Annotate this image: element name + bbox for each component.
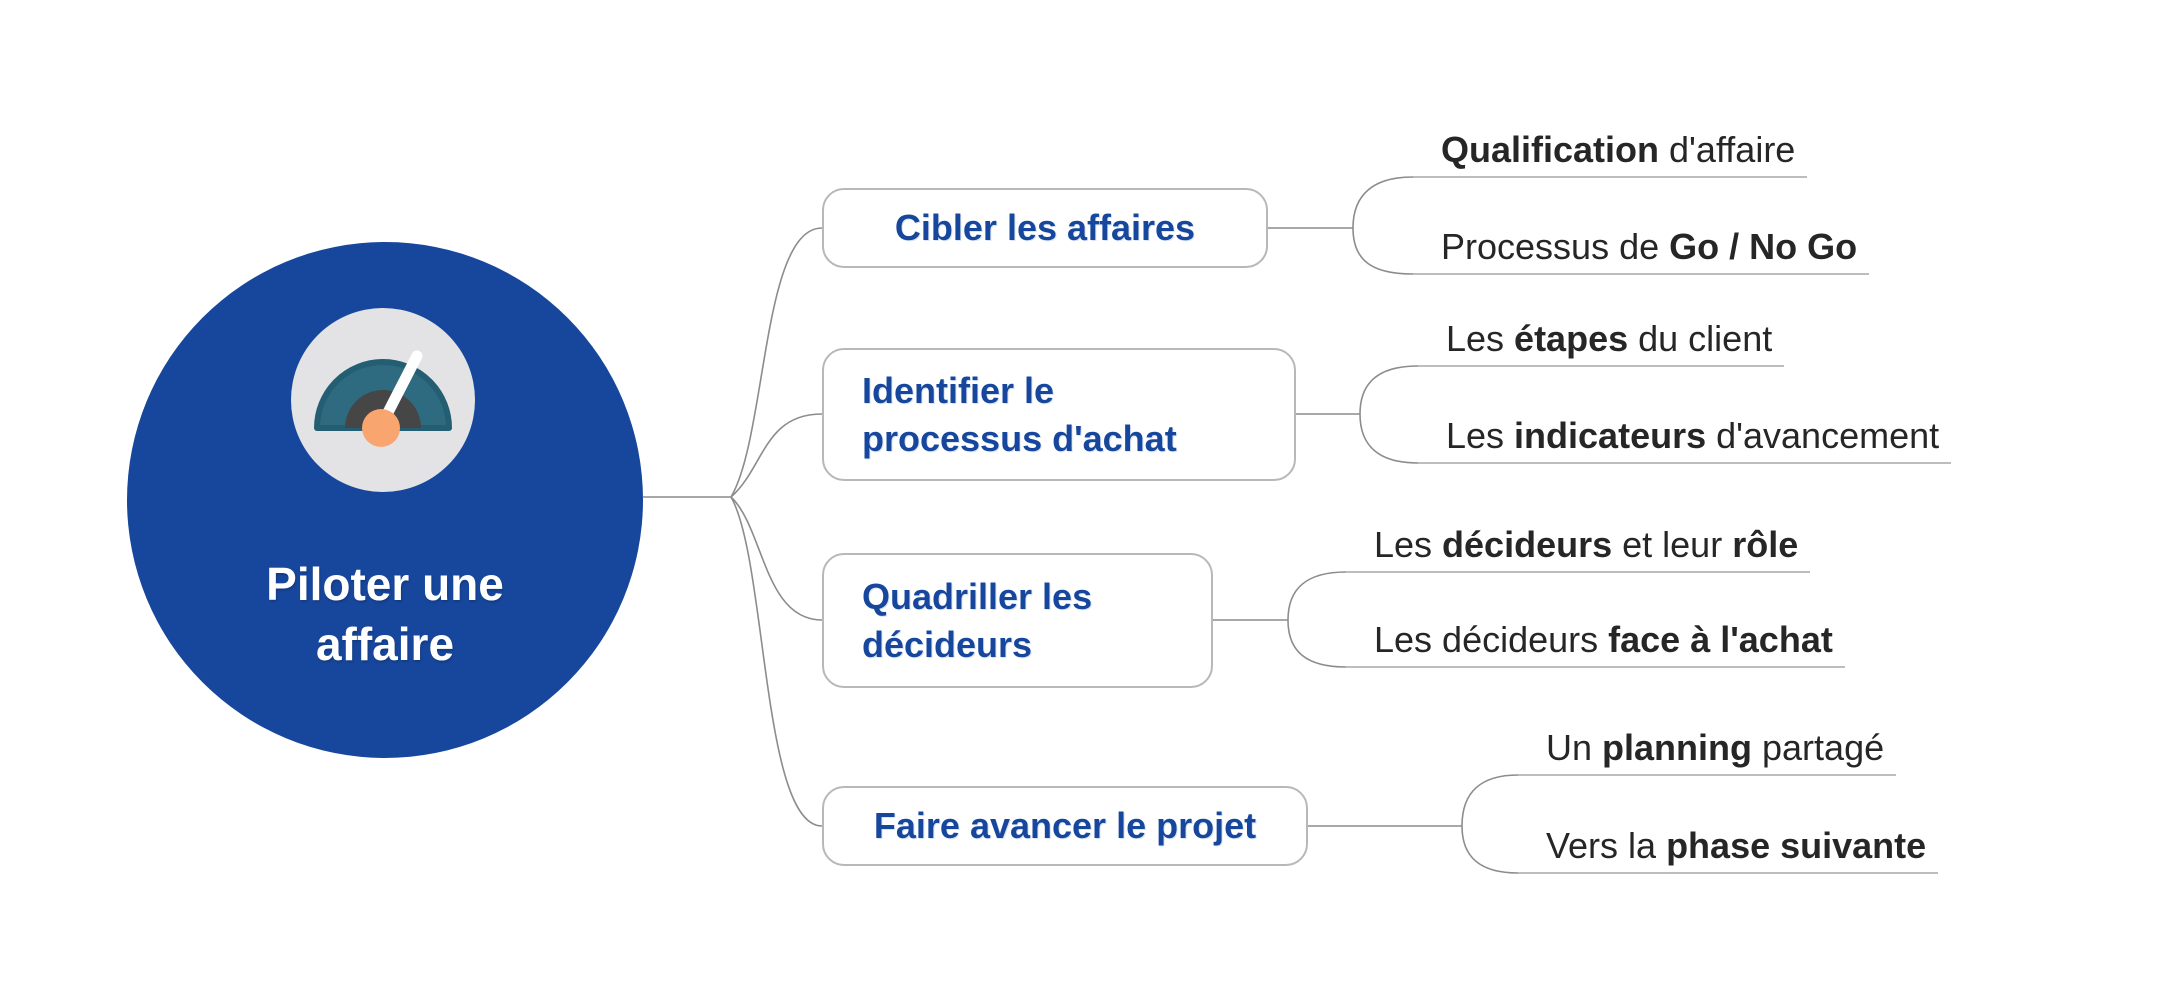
leaf-vers-la-phase-suivante[interactable]: Vers la phase suivante [1518, 824, 1939, 874]
topic-label: Quadriller les décideurs [862, 575, 1093, 665]
gauge-inner-arc [345, 390, 421, 428]
topic-box-cibler-les-affaires[interactable]: Cibler les affaires [822, 188, 1268, 268]
branch-curve-4 [730, 496, 823, 827]
topic-label: Faire avancer le projet [873, 805, 1257, 846]
topic-box-identifier-processus-achat[interactable]: Identifier le processus d'achat [822, 348, 1296, 481]
gauge-needle-pivot [362, 409, 400, 447]
leaf-planning-partage[interactable]: Un planning partagé [1518, 726, 1897, 776]
root-topic-label: Piloter une affaire [266, 558, 504, 670]
box2-fork-up [1359, 365, 1419, 415]
leaf-decideurs-et-leur-role[interactable]: Les décideurs et leur rôle [1346, 523, 1811, 573]
leaf-decideurs-face-achat[interactable]: Les décideurs face à l'achat [1346, 618, 1845, 668]
gauge-icon [291, 308, 475, 492]
box1-fork-up [1352, 176, 1414, 229]
topic-label: Identifier le processus d'achat [862, 369, 1177, 459]
leaf-indicateurs-avancement[interactable]: Les indicateurs d'avancement [1418, 414, 1952, 464]
branch-curve-1 [730, 227, 823, 498]
branch-curve-3 [730, 496, 823, 621]
branch-curve-2 [730, 413, 823, 498]
box4-fork-up [1461, 774, 1519, 827]
leaf-qualification-affaire[interactable]: Qualification d'affaire [1413, 128, 1808, 178]
box1-fork-down [1352, 227, 1414, 275]
leaf-processus-go-no-go[interactable]: Processus de Go / No Go [1413, 225, 1870, 275]
leaf-etapes-du-client[interactable]: Les étapes du client [1418, 317, 1785, 367]
box3-fork-up [1287, 571, 1347, 621]
topic-box-quadriller-les-decideurs[interactable]: Quadriller les décideurs [822, 553, 1213, 688]
box2-fork-down [1359, 413, 1419, 464]
topic-box-faire-avancer-le-projet[interactable]: Faire avancer le projet [822, 786, 1308, 866]
box4-fork-down [1461, 825, 1519, 874]
root-topic-circle[interactable]: Piloter une affaire [127, 242, 643, 758]
box3-fork-down [1287, 619, 1347, 668]
topic-label: Cibler les affaires [894, 207, 1196, 248]
